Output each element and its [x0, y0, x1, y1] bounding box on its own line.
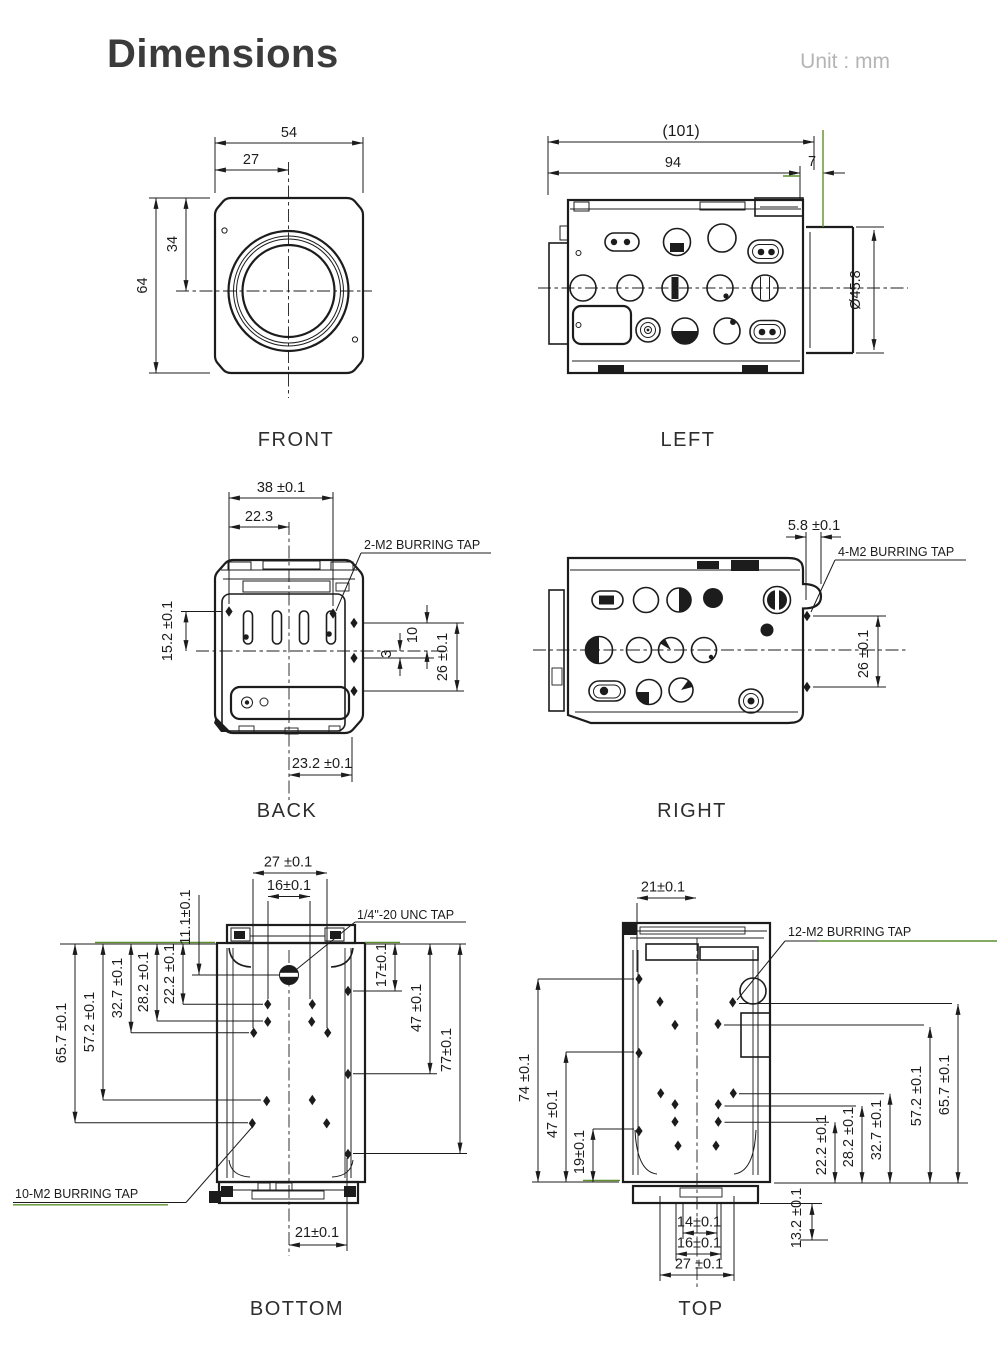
bottom-dim-b21: 21±0.1 — [295, 1225, 339, 1241]
back-dim-side: 15.2 ±0.1 — [160, 601, 176, 661]
bottom-note-tap: 10-M2 BURRING TAP — [15, 1187, 138, 1201]
right-dim-top: 5.8 ±0.1 — [788, 518, 840, 534]
bottom-view-label: BOTTOM — [250, 1298, 344, 1320]
bottom-dim-l65: 65.7 ±0.1 — [54, 1003, 70, 1063]
front-dimension-lines — [149, 137, 364, 374]
top-dim-l74: 74 ±0.1 — [517, 1054, 533, 1102]
bottom-dim-w27: 27 ±0.1 — [264, 855, 312, 871]
left-dimension-lines — [547, 130, 884, 354]
top-dimension-lines — [532, 895, 997, 1281]
left-view: (101) 94 7 Ø45.8 LEFT — [538, 123, 908, 451]
top-dim-l47: 47 ±0.1 — [545, 1090, 561, 1138]
bottom-body-outline — [209, 923, 367, 1256]
front-dim-width: 54 — [281, 125, 297, 141]
top-view: 21±0.1 12-M2 BURRING TAP 74 ±0.1 47 ±0.1… — [517, 880, 997, 1320]
back-note-tap: 2-M2 BURRING TAP — [364, 538, 480, 552]
unit-label: Unit : mm — [800, 50, 890, 73]
front-screw-hole — [221, 227, 228, 234]
right-note-tap: 4-M2 BURRING TAP — [838, 545, 954, 559]
back-view-label: BACK — [257, 800, 317, 822]
front-view-label: FRONT — [258, 429, 334, 451]
bottom-dim-r77: 77±0.1 — [439, 1028, 455, 1072]
right-view: 5.8 ±0.1 4-M2 BURRING TAP 26 ±0.1 RIGHT — [533, 518, 966, 822]
back-dim-p10: 10 — [405, 627, 421, 643]
left-view-label: LEFT — [661, 429, 716, 451]
bottom-dim-l57: 57.2 ±0.1 — [82, 992, 98, 1052]
right-holes — [584, 585, 792, 714]
front-screw-hole — [351, 336, 359, 343]
top-dim-l19: 19±0.1 — [572, 1130, 588, 1174]
back-view: 38 ±0.1 22.3 2-M2 BURRING TAP 15.2 ±0.1 … — [160, 480, 491, 822]
top-note-tap: 12-M2 BURRING TAP — [788, 925, 911, 939]
top-dim-r28: 28.2 ±0.1 — [841, 1107, 857, 1167]
front-view: 54 27 64 34 FRONT — [135, 125, 372, 451]
back-dimension-lines — [181, 492, 491, 782]
bottom-view: 27 ±0.1 16±0.1 1/4"-20 UNC TAP 11.1±0.1 … — [13, 855, 467, 1320]
bottom-unc-tap — [279, 965, 299, 985]
bottom-dim-r17: 17±0.1 — [374, 943, 390, 987]
bottom-dim-w16: 16±0.1 — [267, 878, 311, 894]
front-dim-height: 64 — [135, 277, 151, 293]
back-dim-bottom: 23.2 ±0.1 — [292, 756, 352, 772]
top-tap-holes — [635, 973, 737, 1151]
right-body-outline — [533, 556, 908, 725]
top-dim-r57: 57.2 ±0.1 — [909, 1066, 925, 1126]
top-body-outline — [621, 921, 772, 1288]
back-dim-center: 22.3 — [245, 509, 273, 525]
bottom-dim-l11: 11.1±0.1 — [178, 889, 194, 944]
front-body-outline — [176, 162, 372, 398]
left-dim-rear: 7 — [808, 154, 816, 170]
left-dim-overall: (101) — [662, 123, 699, 140]
top-view-label: TOP — [678, 1298, 723, 1320]
back-dim-p3: 3 — [379, 650, 395, 658]
front-dim-width-center: 27 — [243, 152, 259, 168]
right-view-label: RIGHT — [657, 800, 727, 822]
right-dim-tap-height: 26 ±0.1 — [856, 630, 872, 678]
left-holes — [569, 223, 786, 346]
right-tap-holes — [803, 610, 811, 693]
right-dimension-lines — [786, 532, 966, 688]
top-dim-t21: 21±0.1 — [641, 880, 685, 896]
bottom-dim-l22: 22.2 ±0.1 — [162, 944, 178, 1004]
top-dim-r22: 22.2 ±0.1 — [814, 1115, 830, 1175]
bottom-dim-r47: 47 ±0.1 — [409, 984, 425, 1032]
bottom-dim-l32: 32.7 ±0.1 — [110, 958, 126, 1018]
top-dim-b14: 14±0.1 — [677, 1215, 721, 1231]
back-body-outline — [196, 522, 448, 800]
left-dim-lens-diameter: Ø45.8 — [848, 270, 864, 310]
left-body-outline — [538, 197, 908, 375]
page-title: Dimensions — [107, 32, 339, 76]
bottom-tap-holes — [248, 985, 352, 1160]
top-dim-r65: 65.7 ±0.1 — [937, 1055, 953, 1115]
back-dim-tap-height: 26 ±0.1 — [435, 633, 451, 681]
bottom-dimension-lines — [13, 870, 467, 1251]
top-dim-b16: 16±0.1 — [677, 1236, 721, 1252]
bottom-dim-l28: 28.2 ±0.1 — [136, 952, 152, 1012]
back-dim-tap-span: 38 ±0.1 — [257, 480, 305, 496]
top-dim-r32: 32.7 ±0.1 — [869, 1100, 885, 1160]
top-dim-r13: 13.2 ±0.1 — [789, 1188, 805, 1248]
left-dim-body: 94 — [665, 155, 681, 171]
front-dim-height-center: 34 — [165, 236, 181, 252]
bottom-note-unc: 1/4"-20 UNC TAP — [357, 908, 454, 922]
top-dim-b27: 27 ±0.1 — [675, 1257, 723, 1273]
